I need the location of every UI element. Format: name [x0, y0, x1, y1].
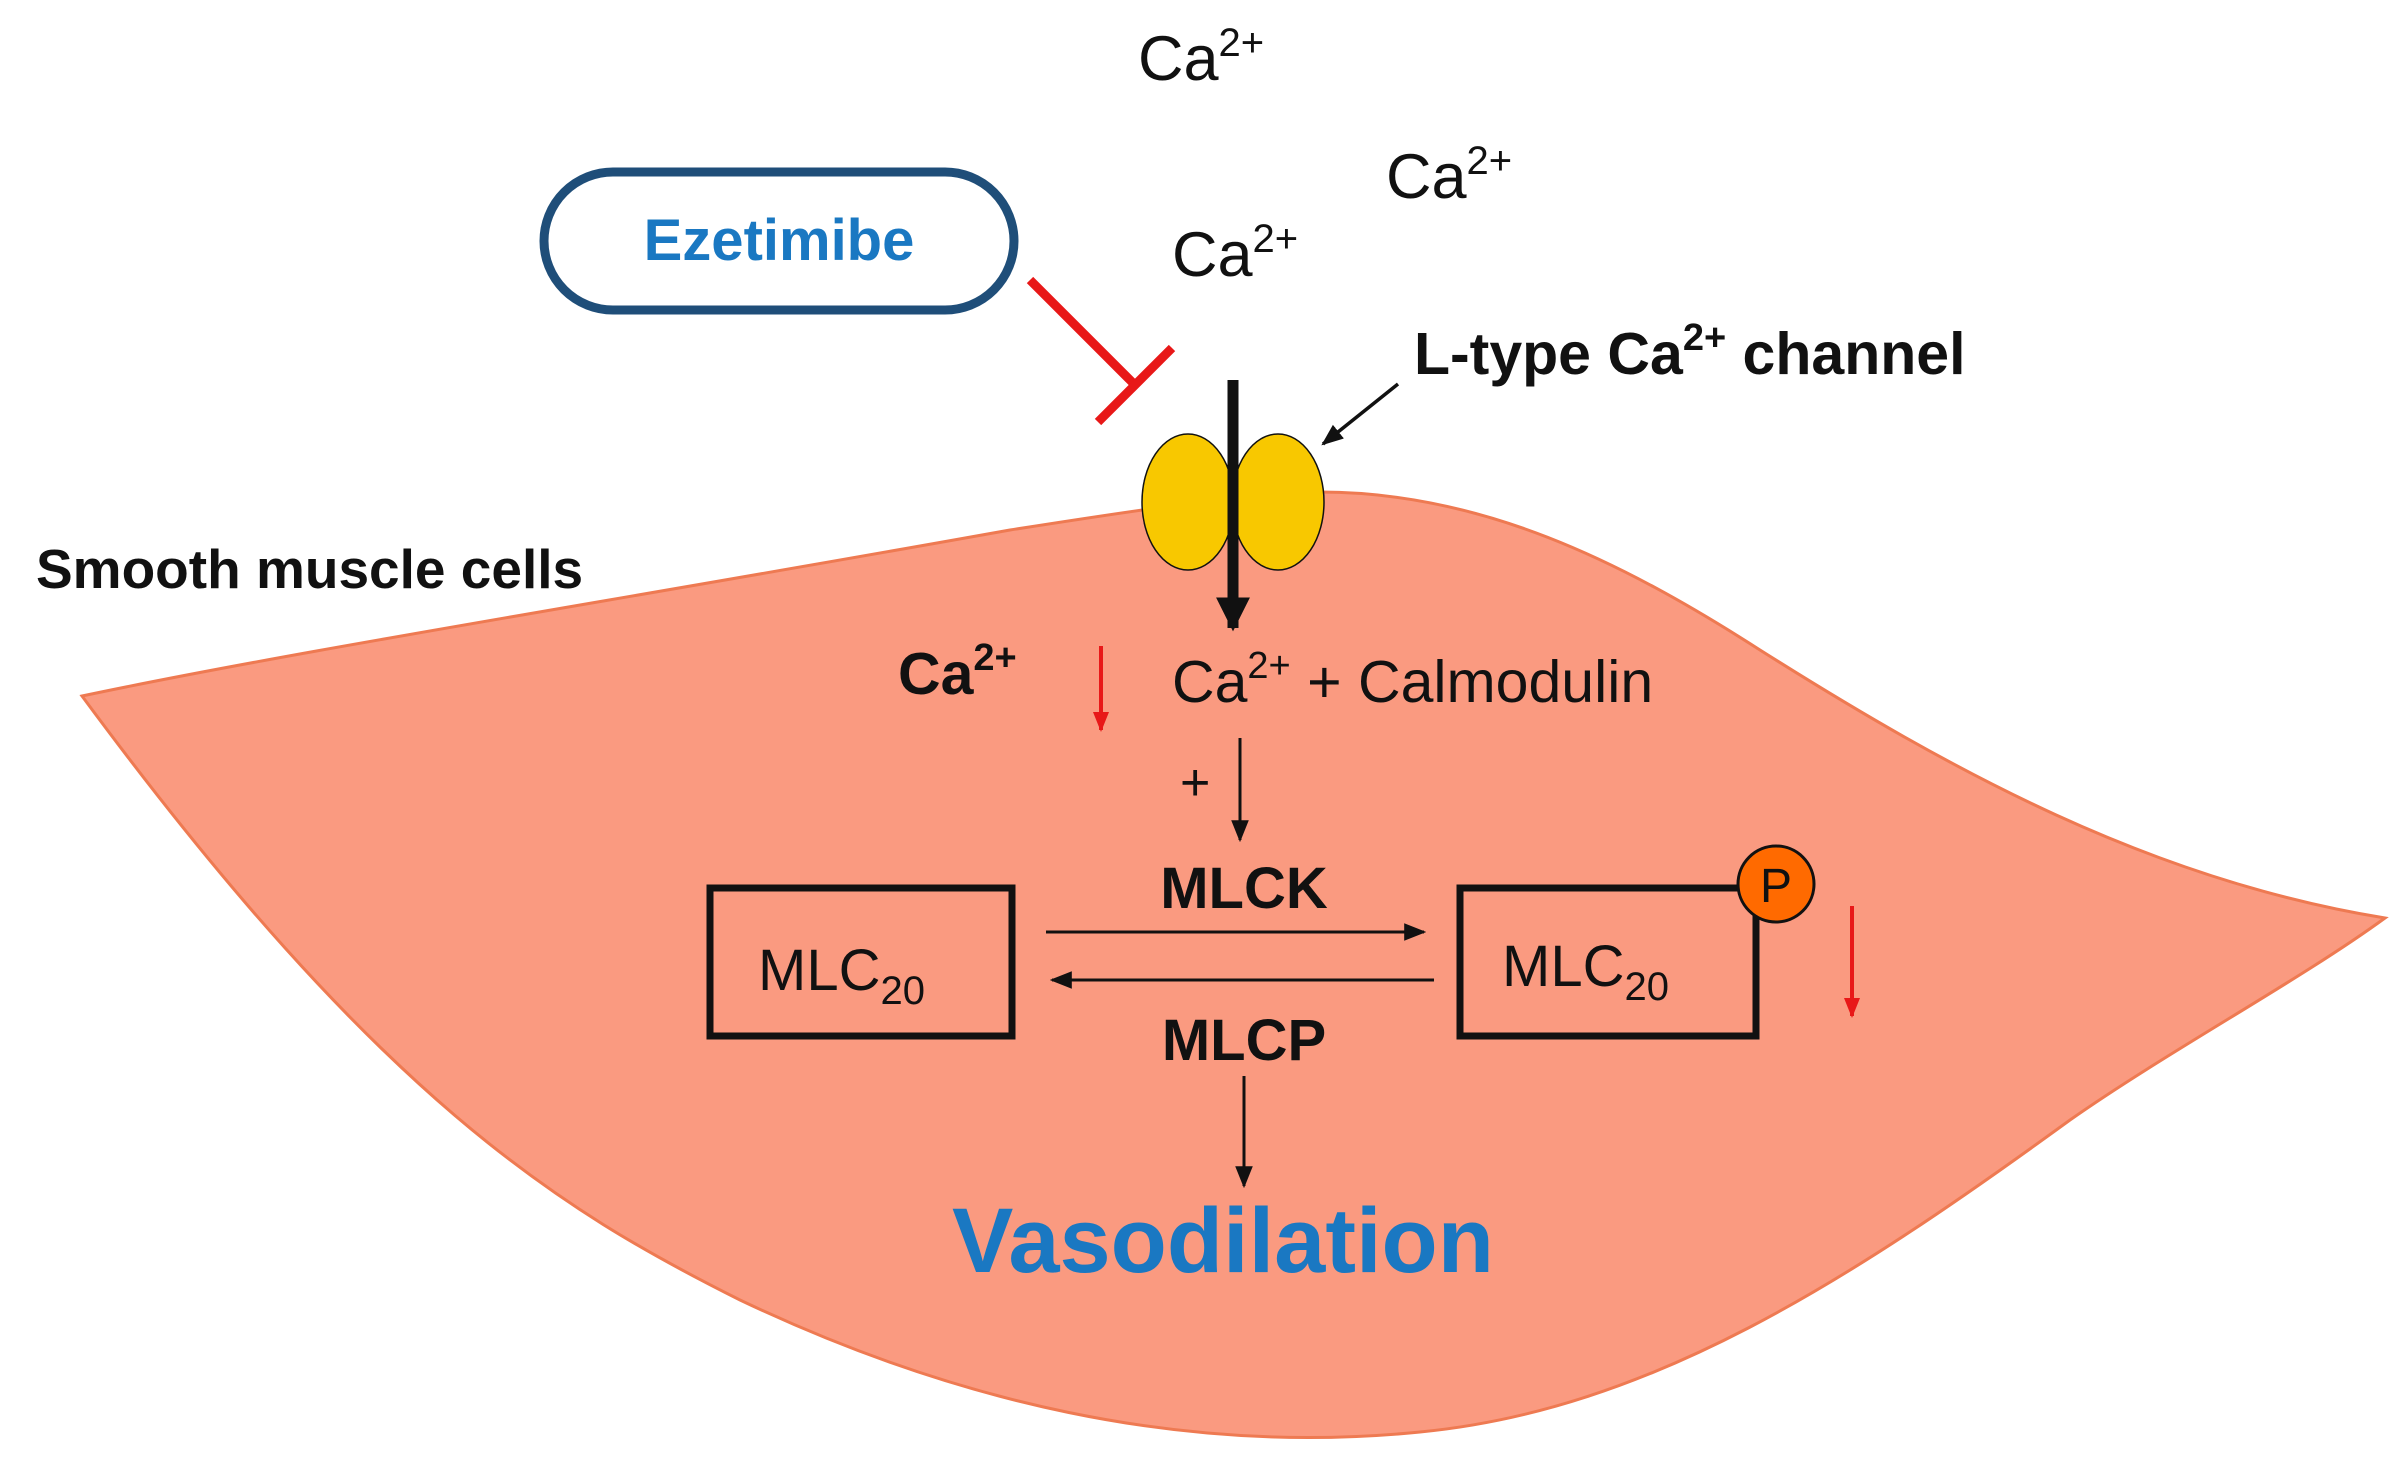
channel-label: L-type Ca2+ channel [1414, 317, 1966, 387]
mlc20-box-right [1456, 884, 1760, 1040]
inhibition-symbol [1026, 276, 1176, 426]
mlcp-label: MLCP [1162, 1008, 1326, 1073]
activation-plus-sign: + [1180, 754, 1210, 812]
cell-body [79, 490, 2389, 1440]
drug-pill [539, 167, 1019, 315]
cell-label: Smooth muscle cells [36, 538, 583, 600]
vasodilation-label: Vasodilation [952, 1190, 1494, 1292]
ca-calmodulin-complex: Ca2+ + Calmodulin [1172, 645, 1653, 715]
intracellular-ca-label: Ca2+ [898, 637, 1017, 707]
mlck-label: MLCK [1160, 856, 1328, 921]
mlc20-label-right: MLC20 [1502, 934, 1669, 1009]
extracellular-ca-ion-2: Ca2+ [1386, 139, 1512, 212]
extracellular-ca-ion-3: Ca2+ [1172, 217, 1298, 290]
drug-label: Ezetimibe [644, 208, 915, 273]
channel-pointer-arrow [1321, 382, 1400, 446]
channel-lobe-left [1141, 433, 1235, 571]
phosphate-label: P [1760, 860, 1792, 913]
mlc20-label-left: MLC20 [758, 938, 925, 1013]
extracellular-ca-ion-1: Ca2+ [1138, 21, 1264, 94]
mlc20-box-left [706, 884, 1016, 1040]
channel-lobe-right [1231, 433, 1325, 571]
phosphate-circle [1736, 844, 1816, 924]
